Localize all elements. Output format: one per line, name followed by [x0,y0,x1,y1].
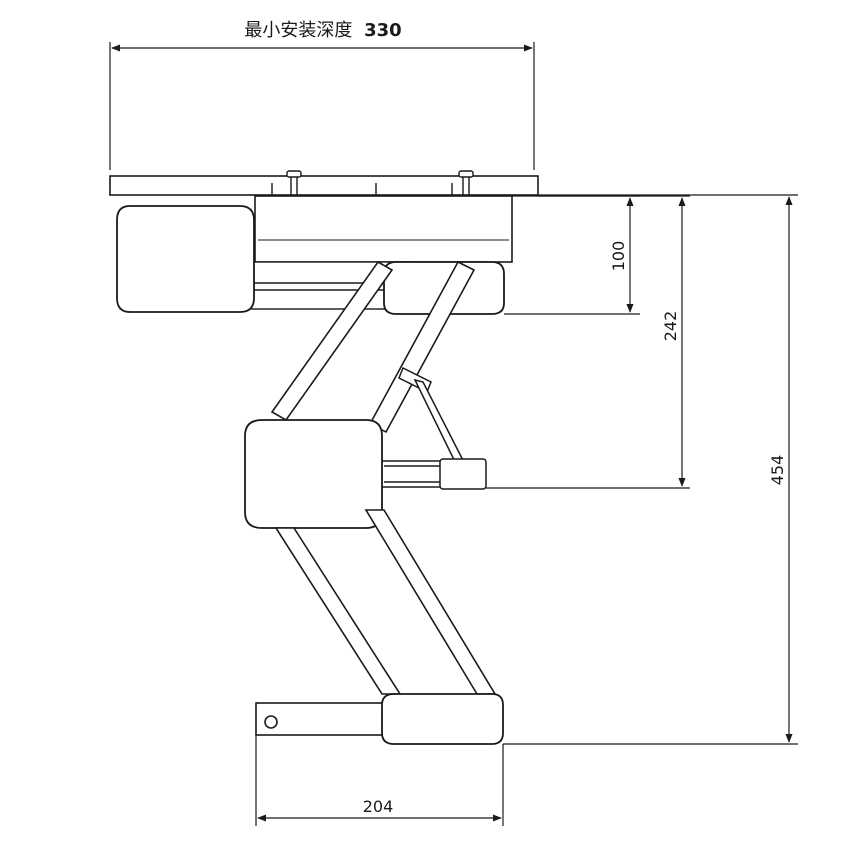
depth-dimension-line [109,42,535,170]
middle-bracket [379,458,487,490]
bottom-cushion [381,693,504,745]
dimension-100-label: 100 [609,241,628,272]
dimension-242-label: 242 [661,311,680,342]
min-install-depth-value: 330 [364,20,402,41]
upper-clamp-block [254,195,513,263]
dimension-242 [486,195,690,489]
mounting-plate [109,175,539,196]
dimension-454 [503,194,798,745]
upper-arm-links [270,260,476,434]
upper-rear-cushion [116,205,255,313]
lower-arm-links [274,509,497,695]
min-install-depth-label: 最小安装深度 [244,20,352,41]
middle-cushion [244,419,383,529]
min-install-depth-title: 最小安装深度 330 [244,20,401,41]
dimension-204-label: 204 [363,797,394,816]
base-foot [255,702,387,736]
dimension-204 [255,735,504,826]
dimension-454-label: 454 [768,455,787,486]
